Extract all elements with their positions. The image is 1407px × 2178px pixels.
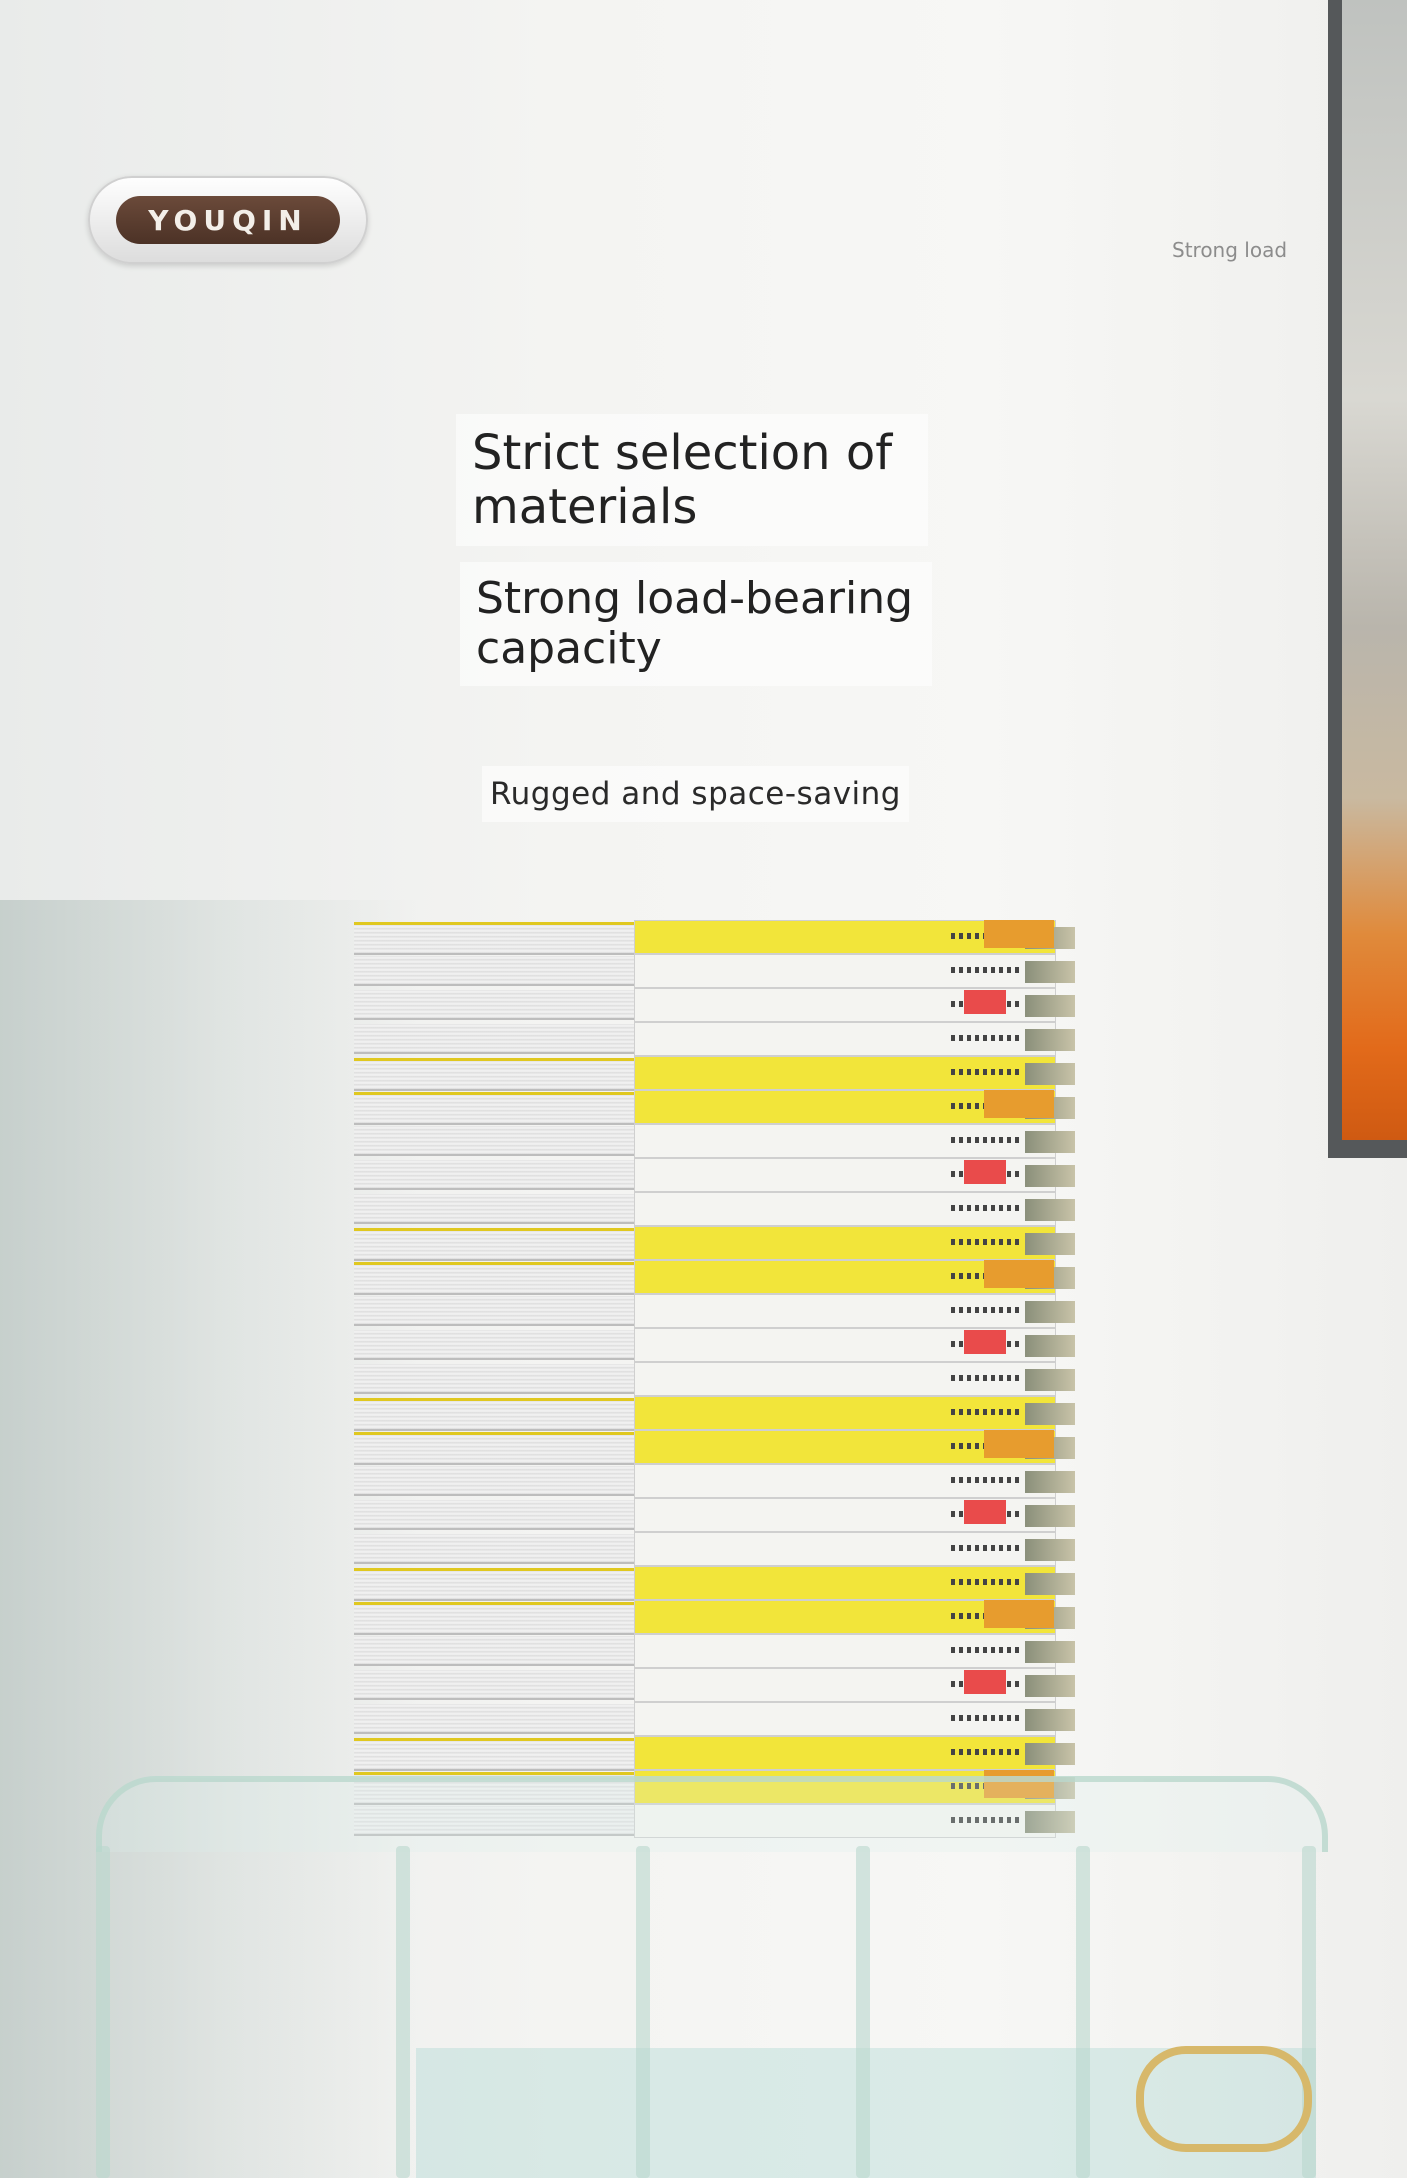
shelf-divider — [96, 1846, 110, 2178]
shelf-divider — [636, 1846, 650, 2178]
wall-picture — [1342, 0, 1407, 1140]
brand-logo: YOUQIN — [88, 176, 368, 264]
gold-ring-decor — [1136, 2046, 1312, 2152]
brand-logo-text: YOUQIN — [148, 203, 308, 237]
headline: Strict selection of materials — [456, 414, 928, 546]
acrylic-shelf — [96, 1738, 1328, 2178]
shelf-top — [96, 1776, 1328, 1852]
wall-shadow — [0, 900, 420, 2178]
book-stack — [344, 918, 1075, 1838]
shelf-divider — [1076, 1846, 1090, 2178]
subheadline: Strong load-bearing capacity — [460, 562, 932, 686]
shelf-divider — [396, 1846, 410, 2178]
corner-label: Strong load — [1172, 238, 1288, 262]
shelf-divider — [856, 1846, 870, 2178]
brand-logo-plate: YOUQIN — [116, 196, 340, 244]
tagline: Rugged and space-saving — [482, 766, 909, 822]
